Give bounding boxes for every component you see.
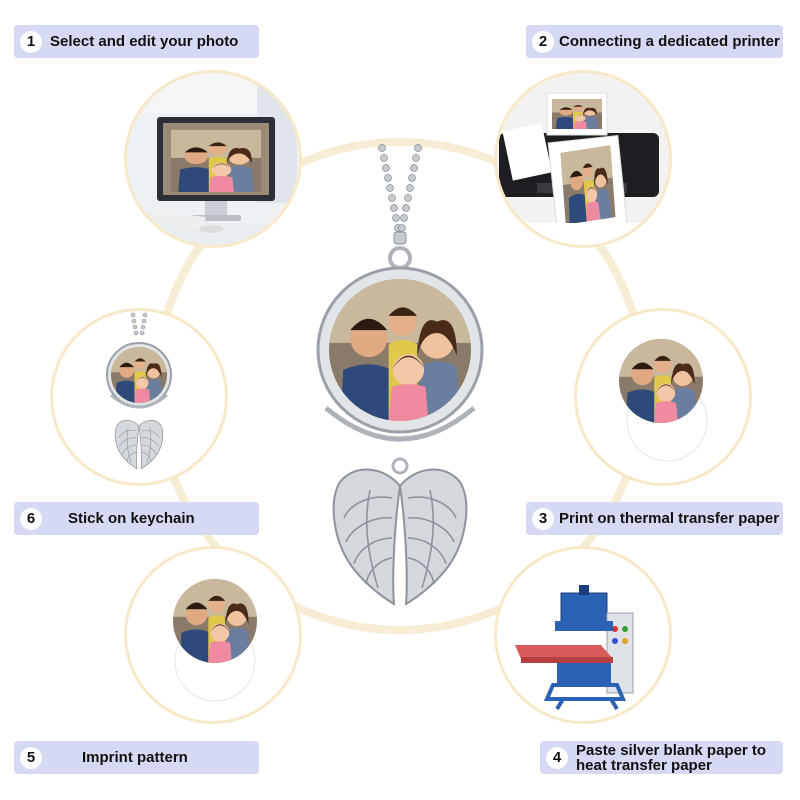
step-4-text: Paste silver blank paper to heat transfe… [576, 741, 767, 774]
step-1-number: 1 [20, 30, 42, 53]
step-6-number: 6 [20, 507, 42, 530]
monitor-icon [127, 73, 299, 245]
pendant-icon [316, 144, 484, 605]
step-3-label: 3 Print on thermal transfer paper [526, 502, 783, 535]
pendant-icon [106, 312, 172, 470]
step-5-number: 5 [20, 746, 42, 769]
step-4-label: 4 Paste silver blank paper to heat trans… [540, 741, 783, 774]
printer-icon [497, 73, 669, 245]
step-4-number: 4 [546, 746, 568, 769]
heat-press-icon [497, 549, 669, 721]
step-3-text: Print on thermal transfer paper [559, 510, 780, 527]
step-1-text: Select and edit your photo [50, 33, 239, 50]
step-6-label: 6 Stick on keychain [14, 502, 259, 535]
step-6-text: Stick on keychain [68, 510, 195, 527]
angel-wings-icon [332, 468, 468, 605]
pendant-center [300, 140, 500, 620]
step-6-image [50, 308, 228, 486]
step-2-image [494, 70, 672, 248]
step-3-image [574, 308, 752, 486]
angel-wings-icon [114, 419, 164, 470]
step-1-image [124, 70, 302, 248]
photo-disc-icon [173, 579, 257, 702]
step-2-label: 2 Connecting a dedicated printer [526, 25, 783, 58]
step-5-text: Imprint pattern [82, 749, 188, 766]
step-5-label: 5 Imprint pattern [14, 741, 259, 774]
photo-disc-icon [619, 339, 708, 462]
step-5-image [124, 546, 302, 724]
step-3-number: 3 [532, 507, 554, 530]
step-2-text: Connecting a dedicated printer [559, 33, 780, 50]
step-4-image [494, 546, 672, 724]
step-2-number: 2 [532, 30, 554, 53]
step-1-label: 1 Select and edit your photo [14, 25, 259, 58]
